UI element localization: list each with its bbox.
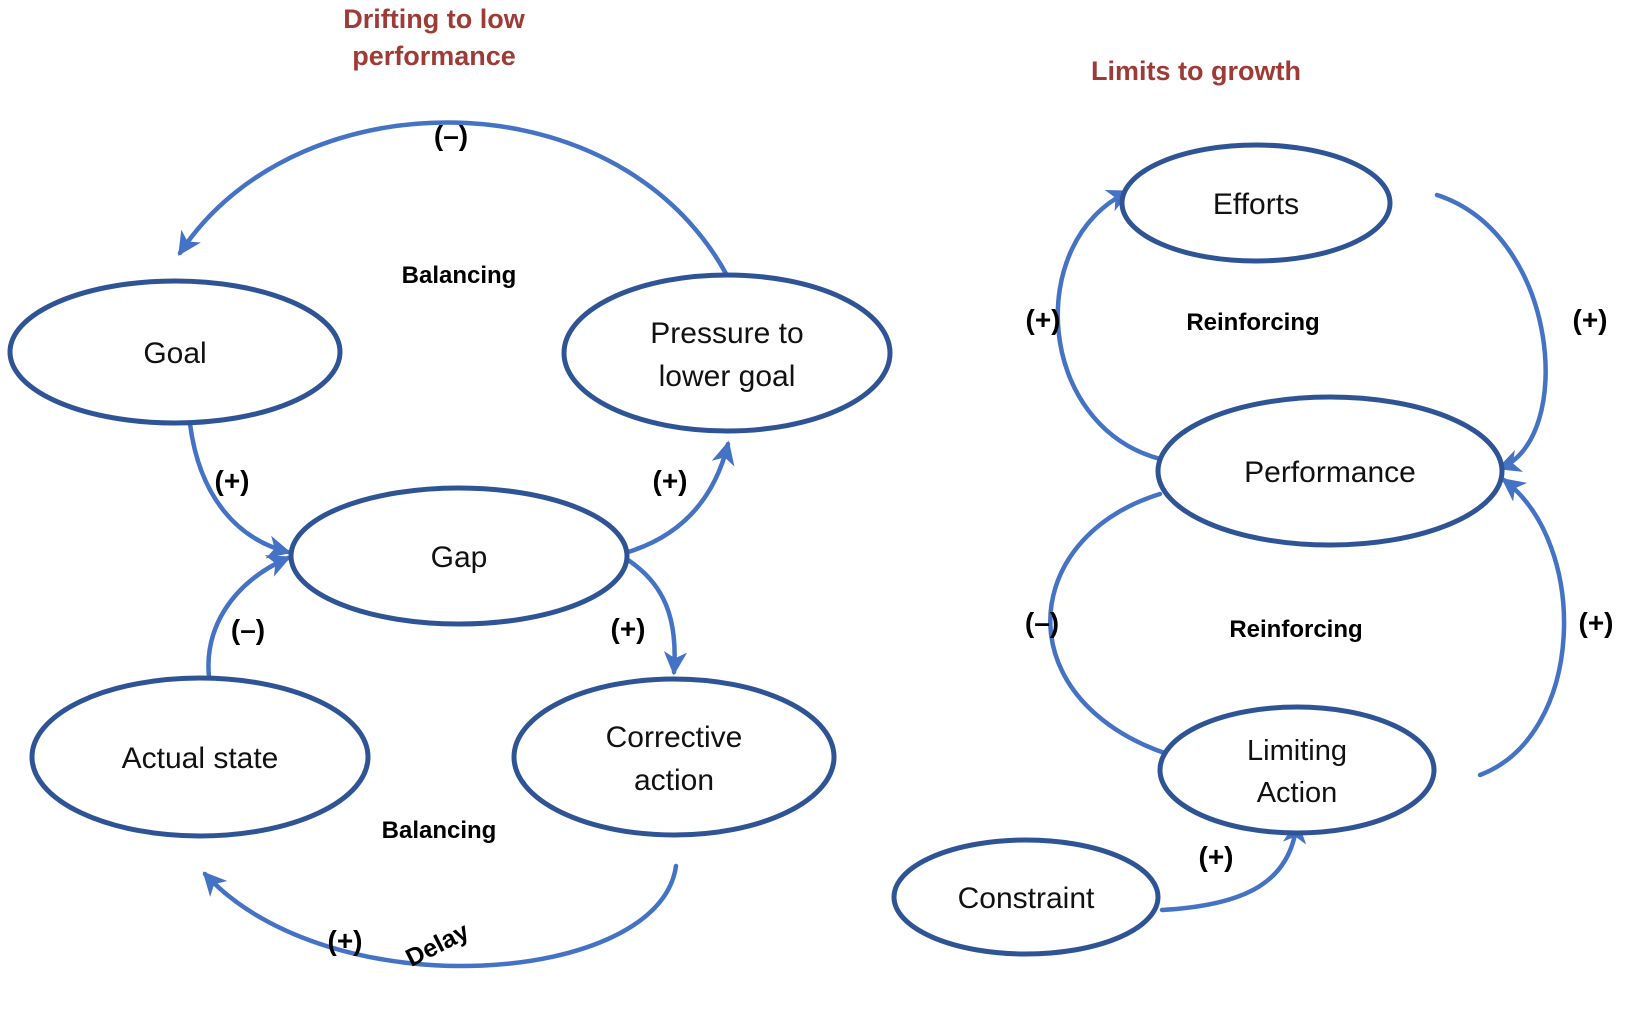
node-limiting-action-label-line1: Limiting xyxy=(1247,735,1347,767)
link-performance-to-limiting-action xyxy=(1048,491,1204,771)
node-gap-label: Gap xyxy=(431,541,488,574)
node-pressure-to-lower-goal[interactable] xyxy=(561,272,893,434)
node-constraint[interactable] xyxy=(891,837,1161,957)
sign-corrective-action-to-actual-state: (+) xyxy=(328,925,363,956)
link-efforts-to-performance xyxy=(1434,192,1548,472)
loop-label-reinforcing-lower: Reinforcing xyxy=(1229,616,1362,643)
node-constraint-label: Constraint xyxy=(958,882,1095,915)
sign-performance-to-limiting-action: (–) xyxy=(1025,607,1059,638)
sign-gap-to-corrective-action: (+) xyxy=(611,613,646,644)
node-corrective-action-label-line2: action xyxy=(634,764,714,797)
node-actual-state-label: Actual state xyxy=(122,742,279,775)
node-efforts-label: Efforts xyxy=(1213,188,1299,221)
node-limiting-action-label-line2: Action xyxy=(1257,777,1338,809)
sign-constraint-to-limiting-action: (+) xyxy=(1199,841,1234,872)
link-actualstate-to-gap xyxy=(206,555,292,697)
loop-label-balancing-lower: Balancing xyxy=(382,817,497,844)
link-goal-to-gap xyxy=(187,421,292,559)
sign-pressure-to-goal: (–) xyxy=(434,120,468,151)
node-corrective-action-label-line1: Corrective xyxy=(606,721,743,754)
link-corrective-action-to-actual-state xyxy=(202,863,679,969)
link-pressure-to-goal xyxy=(177,120,740,299)
node-gap[interactable] xyxy=(288,485,630,627)
sign-actualstate-to-gap: (–) xyxy=(231,614,265,645)
diagram-title-limits-to-growth: Limits to growth xyxy=(1091,56,1301,86)
diagram-title-drifting-line2: performance xyxy=(352,41,516,71)
node-performance[interactable] xyxy=(1155,394,1505,548)
sign-efforts-to-performance: (+) xyxy=(1573,304,1608,335)
node-goal-label: Goal xyxy=(143,337,206,370)
link-constraint-to-limiting-action xyxy=(1159,819,1307,913)
node-actual-state[interactable] xyxy=(29,675,371,839)
loop-label-balancing-upper: Balancing xyxy=(402,262,517,289)
node-performance-label: Performance xyxy=(1244,456,1416,489)
node-pressure-label-line1: Pressure to xyxy=(650,317,803,350)
node-corrective-action[interactable] xyxy=(511,676,837,838)
node-efforts[interactable] xyxy=(1119,142,1393,264)
link-gap-to-corrective-action xyxy=(625,557,688,676)
node-pressure-label-line2: lower goal xyxy=(659,360,796,393)
sign-goal-to-gap: (+) xyxy=(215,465,250,496)
loop-label-reinforcing-upper: Reinforcing xyxy=(1186,309,1319,336)
link-limiting-action-to-performance xyxy=(1477,477,1567,778)
node-goal[interactable] xyxy=(7,278,343,426)
link-performance-to-efforts xyxy=(1055,189,1163,462)
sign-gap-to-pressure: (+) xyxy=(653,465,688,496)
diagram-title-drifting-line1: Drifting to low xyxy=(343,4,525,34)
sign-limiting-action-to-performance: (+) xyxy=(1579,607,1614,638)
sign-performance-to-efforts: (+) xyxy=(1026,304,1061,335)
link-gap-to-pressure xyxy=(625,440,735,555)
node-limiting-action[interactable] xyxy=(1157,704,1437,836)
